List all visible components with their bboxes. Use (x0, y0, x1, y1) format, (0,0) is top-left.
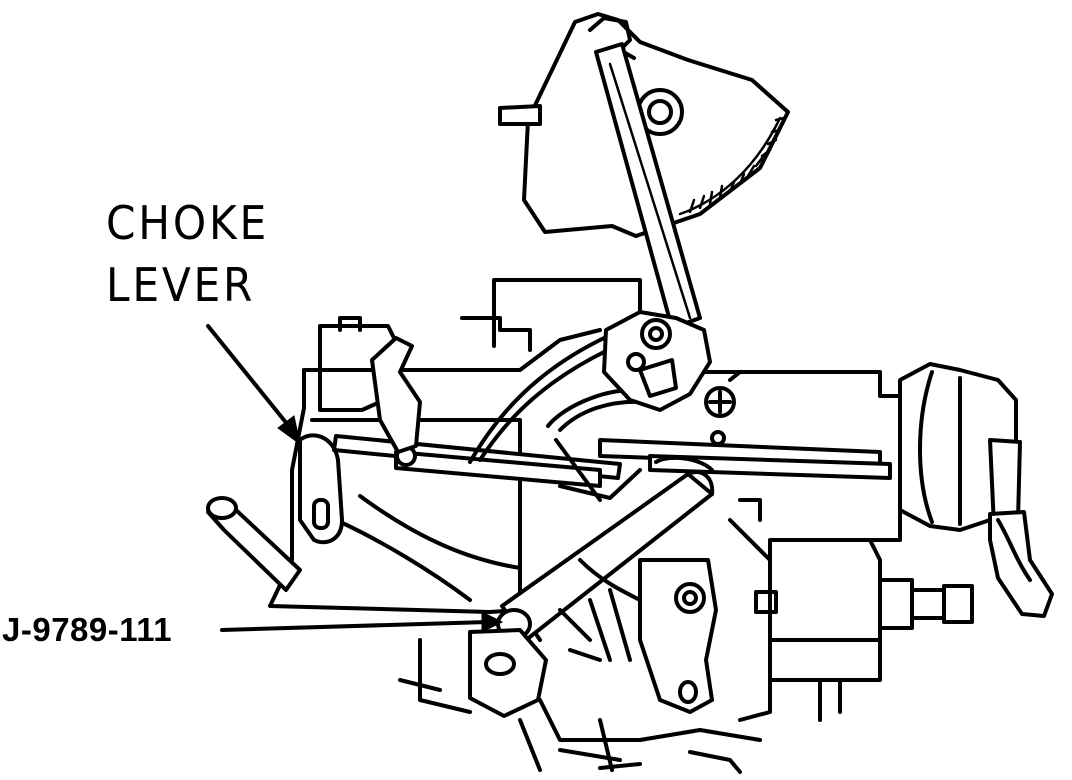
tool-number-label: J-9789-111 (2, 611, 173, 648)
vacuum-break (898, 362, 1054, 618)
choke-linkage (298, 310, 892, 545)
choke-lever-label-line1: CHOKE (106, 196, 269, 250)
tool-arrow (220, 611, 504, 633)
choke-lever-label: CHOKE LEVER (106, 192, 269, 316)
choke-lever-label-line2: LEVER (106, 258, 256, 312)
throttle-body (206, 496, 974, 774)
gauge-arm (594, 42, 702, 330)
angle-gauge (498, 12, 790, 238)
choke-lever-arrow (206, 324, 301, 446)
carburetor-body (268, 278, 902, 642)
